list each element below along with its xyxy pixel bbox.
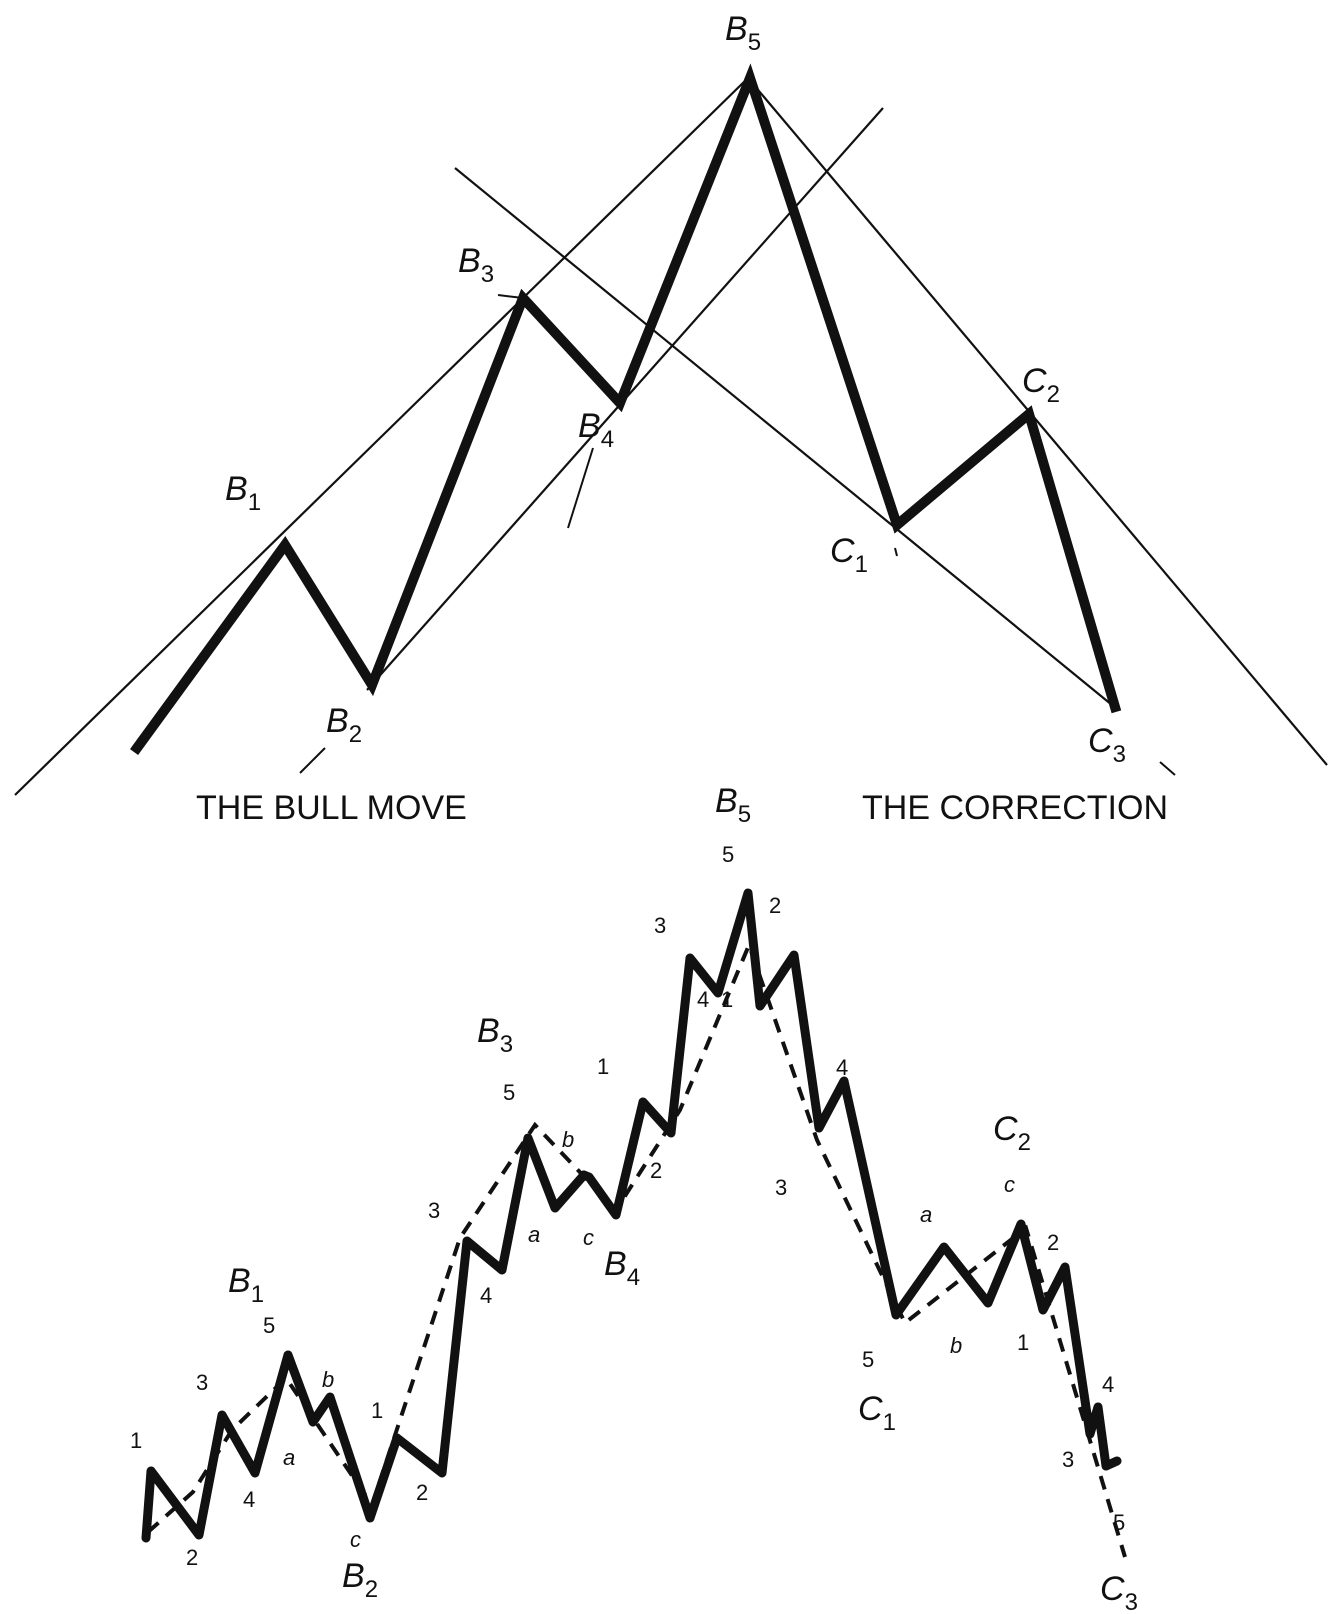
wave-label: 1 (1017, 1330, 1029, 1355)
b4-tick (567, 447, 594, 529)
wave-label: 4 (1102, 1372, 1114, 1397)
wave-label: 2 (769, 893, 781, 918)
wave-label: 4 (480, 1283, 492, 1308)
top-label-c3: C3 (1088, 722, 1126, 768)
top-diagram: B1 B2 B3 B4 B5 C1 C2 C3 THE BULL MOVE TH… (14, 10, 1328, 827)
bottom-label-b4: B4 (604, 1245, 640, 1291)
wave-label: 2 (186, 1545, 198, 1570)
wave-label: 4 (836, 1055, 848, 1080)
bottom-label-b3: B3 (477, 1012, 513, 1058)
wave-label: 3 (428, 1198, 440, 1223)
wave-label: a (283, 1445, 295, 1470)
wave-label: 4 (697, 987, 709, 1012)
top-label-c2: C2 (1022, 362, 1060, 408)
wave-label: 3 (775, 1175, 787, 1200)
top-label-b1: B1 (225, 470, 261, 516)
wave-label: 1 (721, 987, 733, 1012)
caption-correction: THE CORRECTION (862, 789, 1168, 827)
wave-label: a (528, 1222, 540, 1247)
wave-label: 3 (1062, 1447, 1074, 1472)
wave-label: 2 (1047, 1230, 1059, 1255)
upper-bull-trendline (14, 77, 749, 796)
top-label-c1: C1 (830, 532, 868, 578)
wave-label: 1 (130, 1428, 142, 1453)
top-label-b2: B2 (326, 702, 362, 748)
wave-label: 5 (862, 1347, 874, 1372)
top-label-b3: B3 (458, 242, 494, 288)
bottom-label-b2: B2 (342, 1557, 378, 1603)
b3-tick (497, 294, 524, 299)
bottom-label-c2: C2 (993, 1110, 1031, 1156)
wave-label: 1 (597, 1054, 609, 1079)
wave-label: c (350, 1527, 361, 1552)
bottom-label-b5: B5 (715, 782, 751, 828)
wave-label: c (583, 1225, 594, 1250)
lower-correction-trendline (454, 167, 1113, 706)
caption-bull-move: THE BULL MOVE (196, 789, 467, 827)
bottom-label-c1: C1 (858, 1390, 896, 1436)
wave-label: 3 (654, 913, 666, 938)
upper-correction-trendline (747, 77, 1328, 766)
bottom-diagram: B1 B2 B3 B4 B5 C1 C2 C3 1 2 3 4 5 a b c … (130, 782, 1138, 1614)
top-label-b5: B5 (725, 10, 761, 56)
wave-label: 5 (503, 1080, 515, 1105)
wave-label: 2 (650, 1158, 662, 1183)
wave-label: c (1004, 1172, 1015, 1197)
wave-label: 5 (263, 1313, 275, 1338)
wave-label: 1 (371, 1398, 383, 1423)
top-label-b4: B4 (578, 407, 614, 453)
wave-label: b (322, 1367, 334, 1392)
detailed-subwave-path (141, 888, 1122, 1543)
c3-tick (1159, 761, 1176, 776)
wave-label: b (562, 1127, 574, 1152)
wave-label: 5 (1113, 1510, 1125, 1535)
b2-tick (299, 747, 326, 774)
wave-label: 5 (722, 842, 734, 867)
wave-label: b (950, 1333, 962, 1358)
wave-label: 3 (196, 1370, 208, 1395)
bull-move-path (130, 63, 1122, 755)
bottom-label-c3: C3 (1100, 1570, 1138, 1614)
wave-label: 2 (416, 1480, 428, 1505)
wave-label: a (920, 1202, 932, 1227)
c1-tick (894, 547, 898, 557)
wave-label: 4 (243, 1487, 255, 1512)
bottom-label-b1: B1 (228, 1262, 264, 1308)
